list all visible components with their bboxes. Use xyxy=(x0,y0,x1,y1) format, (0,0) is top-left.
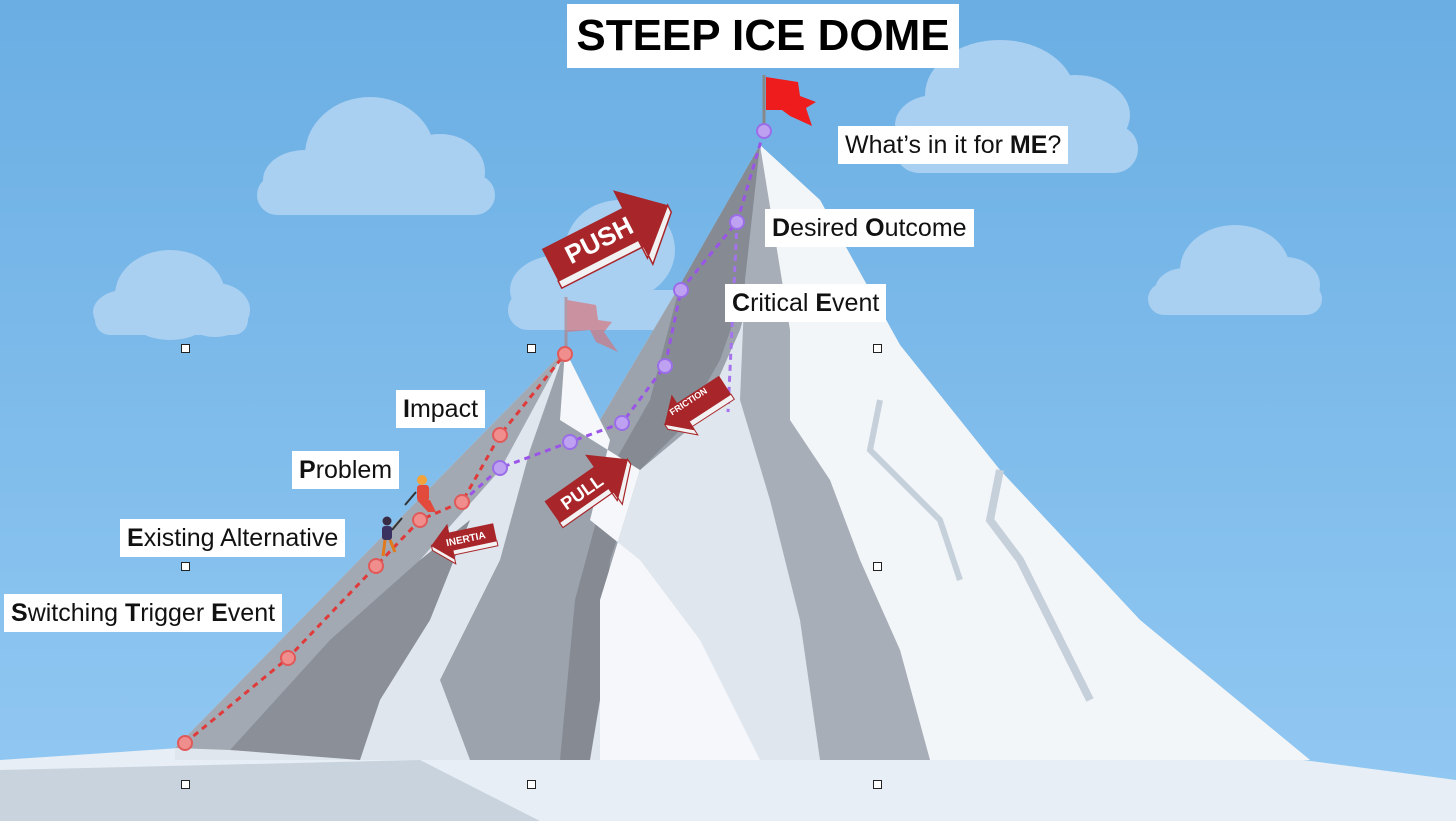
inertia-arrow-icon: INERTIA xyxy=(430,523,499,565)
selection-handle-top-left[interactable] xyxy=(181,344,190,353)
mountain-snow-peak xyxy=(560,350,760,760)
node-purple-4 xyxy=(657,358,673,374)
cloud-right xyxy=(1148,225,1322,315)
mountain-crevasse xyxy=(985,469,1094,702)
clouds xyxy=(93,40,1322,340)
selection-handle-bottom-right[interactable] xyxy=(873,780,882,789)
purple-path-nodes xyxy=(492,123,772,476)
mountain-crevasse-2 xyxy=(866,399,963,581)
label-switching-trigger-event: Switching Trigger Event xyxy=(4,594,283,632)
summit-flag-icon xyxy=(762,75,816,132)
node-purple-3 xyxy=(614,415,630,431)
page-title: STEEP ICE DOME xyxy=(567,4,959,68)
label-problem-t1: roblem xyxy=(315,456,393,484)
label-do-b2: O xyxy=(865,214,885,242)
selection-handle-top-right[interactable] xyxy=(873,344,882,353)
snow-ground-shade xyxy=(0,760,540,821)
node-critical-event xyxy=(673,282,689,298)
label-critical-event: Critical Event xyxy=(725,284,887,322)
label-problem-b1: P xyxy=(299,456,316,484)
label-ste-b1: S xyxy=(11,599,28,627)
selection-handle-bottom-left[interactable] xyxy=(181,780,190,789)
label-existing-alternative: Existing Alternative xyxy=(120,519,346,557)
mountain-center-dark xyxy=(560,145,760,760)
label-whats-in-it-for-me: What’s in it for ME? xyxy=(838,126,1069,164)
mountain-left-face xyxy=(175,350,565,750)
node-purple-2 xyxy=(562,434,578,450)
node-purple-1 xyxy=(492,460,508,476)
climber-2-icon xyxy=(381,516,403,557)
node-false-summit xyxy=(557,346,573,362)
label-ea-t1: xisting Alternative xyxy=(143,524,339,552)
selection-handle-bottom-center[interactable] xyxy=(527,780,536,789)
selection-handle-middle-left[interactable] xyxy=(181,562,190,571)
label-ste-t2: rigger xyxy=(140,599,212,627)
mountain-left-face-dark xyxy=(230,520,470,760)
label-do-t1: esired xyxy=(790,214,866,242)
label-ste-b3: E xyxy=(211,599,228,627)
label-ce-b1: C xyxy=(732,289,751,317)
node-problem xyxy=(412,512,428,528)
label-do-t2: utcome xyxy=(884,214,967,242)
label-impact: Impact xyxy=(396,390,486,428)
false-summit-flag-icon xyxy=(564,297,618,352)
friction-arrow-icon xyxy=(663,375,735,436)
label-ste-t1: witching xyxy=(27,599,125,627)
mountain-right-shadow xyxy=(740,145,930,760)
label-me-bold: ME xyxy=(1009,131,1048,159)
label-ce-b2: E xyxy=(815,289,833,317)
node-desired-outcome xyxy=(729,214,745,230)
label-ce-t2: vent xyxy=(832,289,880,317)
climber-icon xyxy=(404,475,436,512)
cloud-left xyxy=(93,250,250,340)
mountain-right-snow xyxy=(760,145,1310,760)
red-path-nodes xyxy=(177,346,573,751)
cloud-upper-left xyxy=(257,97,495,215)
label-impact-b1: I xyxy=(403,395,410,423)
node-impact xyxy=(492,427,508,443)
node-red-2 xyxy=(280,650,296,666)
label-ea-b1: E xyxy=(127,524,144,552)
label-ste-b2: T xyxy=(124,599,141,627)
label-problem: Problem xyxy=(292,451,400,489)
node-summit xyxy=(756,123,772,139)
label-impact-t1: mpact xyxy=(409,395,479,423)
label-me-post: ? xyxy=(1047,131,1062,159)
label-desired-outcome: Desired Outcome xyxy=(765,209,974,247)
selection-handle-middle-right[interactable] xyxy=(873,562,882,571)
label-me-pre: What’s in it for xyxy=(845,131,1010,159)
selection-handle-top-center[interactable] xyxy=(527,344,536,353)
label-ce-t1: ritical xyxy=(750,289,816,317)
node-switching-trigger xyxy=(177,735,193,751)
node-existing-alternative xyxy=(368,558,384,574)
node-red-5 xyxy=(454,494,470,510)
label-do-b1: D xyxy=(772,214,791,242)
label-ste-t3: vent xyxy=(227,599,276,627)
purple-path-drop xyxy=(726,221,739,413)
